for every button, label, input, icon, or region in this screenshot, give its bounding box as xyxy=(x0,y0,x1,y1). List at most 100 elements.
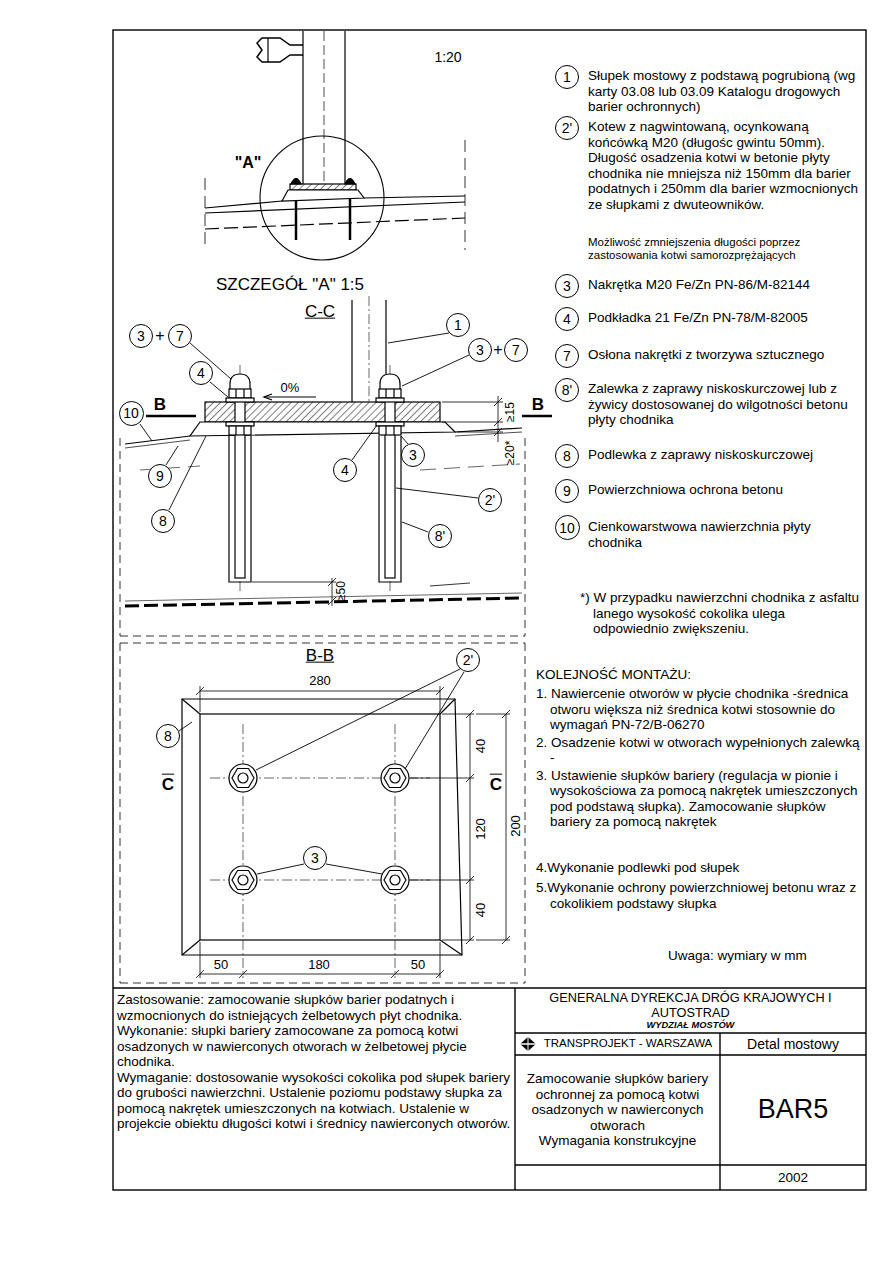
notes-cell: Zastosowanie: zamocowanie słupków barier… xyxy=(117,992,511,1186)
callout-circle: 8' xyxy=(428,524,452,548)
view-border xyxy=(120,643,121,983)
leader-line xyxy=(179,722,192,731)
section-c-c xyxy=(351,300,352,402)
callout-number: 1 xyxy=(563,70,571,84)
elevation-view xyxy=(465,140,466,250)
steps-heading: KOLEJNOŚĆ MONTAŻU: xyxy=(536,667,862,683)
authority-cell: GENERALNA DYREKCJA DRÓG KRAJOWYCH I AUTO… xyxy=(517,990,864,1032)
section-b-b xyxy=(182,940,200,955)
cell-content: BAR5 xyxy=(722,1094,864,1125)
section-b-b xyxy=(440,940,462,955)
cell-text: Wymagania konstrukcyjne xyxy=(517,1133,718,1149)
assembly-step: 1. Nawiercenie otworów w płycie chodnika… xyxy=(536,686,862,733)
cell-text: Zamocowanie słupków bariery ochronnej za… xyxy=(517,1071,718,1133)
dimension: 50 xyxy=(411,958,425,972)
callout-circle: 3 xyxy=(401,443,425,467)
elevation-view xyxy=(344,31,345,184)
callout-circle: 2' xyxy=(456,648,480,672)
bolt-plan xyxy=(232,769,254,788)
elevation-view xyxy=(205,178,206,250)
section-c-c xyxy=(264,396,316,397)
callout-circle: 1 xyxy=(446,313,470,337)
callout-number: 8 xyxy=(164,729,172,743)
cell-text: TRANSPROJEKT - WARSZAWA xyxy=(538,1037,718,1050)
section-c-c xyxy=(455,432,522,436)
section-c-c xyxy=(385,426,386,435)
section-b-b xyxy=(200,714,440,940)
section-c-c xyxy=(380,374,400,390)
callout-circle: 3 xyxy=(303,846,327,870)
leader-line xyxy=(257,864,304,874)
cell-content: Zamocowanie słupków bariery ochronnej za… xyxy=(517,1071,718,1149)
plus-sign: + xyxy=(155,327,164,345)
elevation-view xyxy=(205,31,465,260)
section-b-b xyxy=(182,686,510,978)
dimension-line xyxy=(494,398,502,436)
leader-line xyxy=(388,333,449,343)
drawing-frame xyxy=(113,30,866,1190)
dimension-line xyxy=(442,402,503,403)
scale-note: 1:20 xyxy=(434,50,461,65)
view-border xyxy=(120,643,525,644)
callout-circle: 9 xyxy=(148,464,172,488)
dimension-line xyxy=(200,974,440,975)
callout-number: 8 xyxy=(563,449,571,463)
dimension: ≥15 xyxy=(504,402,517,422)
dimension: 120 xyxy=(474,818,488,840)
elevation-view xyxy=(257,38,303,62)
callout-number: 4 xyxy=(341,463,349,477)
dimension: 40 xyxy=(474,739,488,753)
section-c-c xyxy=(229,426,251,435)
callout-number: 10 xyxy=(123,406,139,420)
section-c-c xyxy=(393,389,394,398)
section-c-c xyxy=(385,389,386,398)
section-c-c xyxy=(455,428,522,432)
section-c-c xyxy=(230,374,250,390)
dimension-line xyxy=(410,880,474,881)
callout-circle: 4 xyxy=(333,458,357,482)
section-title: B-B xyxy=(306,647,334,666)
dimension-line xyxy=(476,714,510,715)
callout-number: 3 xyxy=(476,343,484,357)
callout-circle: 2' xyxy=(555,116,579,140)
legend-text: Słupek mostowy z podstawą pogrubioną (wg… xyxy=(588,68,862,115)
section-c-c xyxy=(393,426,394,435)
legend-text: Osłona nakrętki z tworzywa sztucznego xyxy=(588,347,862,363)
callout-number: 2' xyxy=(485,493,495,507)
callout-number: 4 xyxy=(563,312,571,326)
legend-text: Nakrętka M20 Fe/Zn PN-86/M-82144 xyxy=(588,277,862,293)
assembly-step: 2. Osadzenie kotwi w otworach wypełniony… xyxy=(536,735,862,766)
callout-circle: 1 xyxy=(555,65,579,89)
section-mark: C xyxy=(490,776,502,795)
cell-content: GENERALNA DYREKCJA DRÓG KRAJOWYCH I AUTO… xyxy=(517,991,864,1031)
leader-line xyxy=(402,522,428,532)
section-c-c xyxy=(125,296,552,606)
elevation-view xyxy=(205,218,465,229)
dimension-line xyxy=(196,686,510,978)
view-border xyxy=(120,636,525,637)
elevation-view xyxy=(267,38,268,62)
legend-text: Kotew z nagwintowaną, ocynkowaną końcówk… xyxy=(588,119,862,212)
view-border xyxy=(120,438,525,983)
elevation-view xyxy=(345,179,355,185)
view-border xyxy=(525,438,526,636)
leader-line xyxy=(352,425,377,460)
drawing-frame xyxy=(515,1164,866,1165)
section-c-c xyxy=(125,593,522,601)
callout-number: 2' xyxy=(562,121,572,135)
leader-line xyxy=(140,424,152,441)
assembly-step: 3. Ustawienie słupków bariery (regulacja… xyxy=(536,768,862,830)
cell-text: 2002 xyxy=(722,1170,864,1186)
view-border xyxy=(120,438,121,636)
company-logo xyxy=(528,1036,529,1052)
bolt-plan xyxy=(238,773,248,783)
cell-text: Wymaganie: dostosowanie wysokości cokoli… xyxy=(117,1070,511,1132)
drawing-frame xyxy=(113,987,866,988)
plus-sign: + xyxy=(493,341,502,359)
elevation-view xyxy=(205,202,465,213)
elevation-view xyxy=(290,184,356,190)
elevation-view xyxy=(260,136,384,260)
dimension: 50 xyxy=(214,958,228,972)
callout-number: 4 xyxy=(197,366,205,380)
callout-number: 3 xyxy=(563,279,571,293)
